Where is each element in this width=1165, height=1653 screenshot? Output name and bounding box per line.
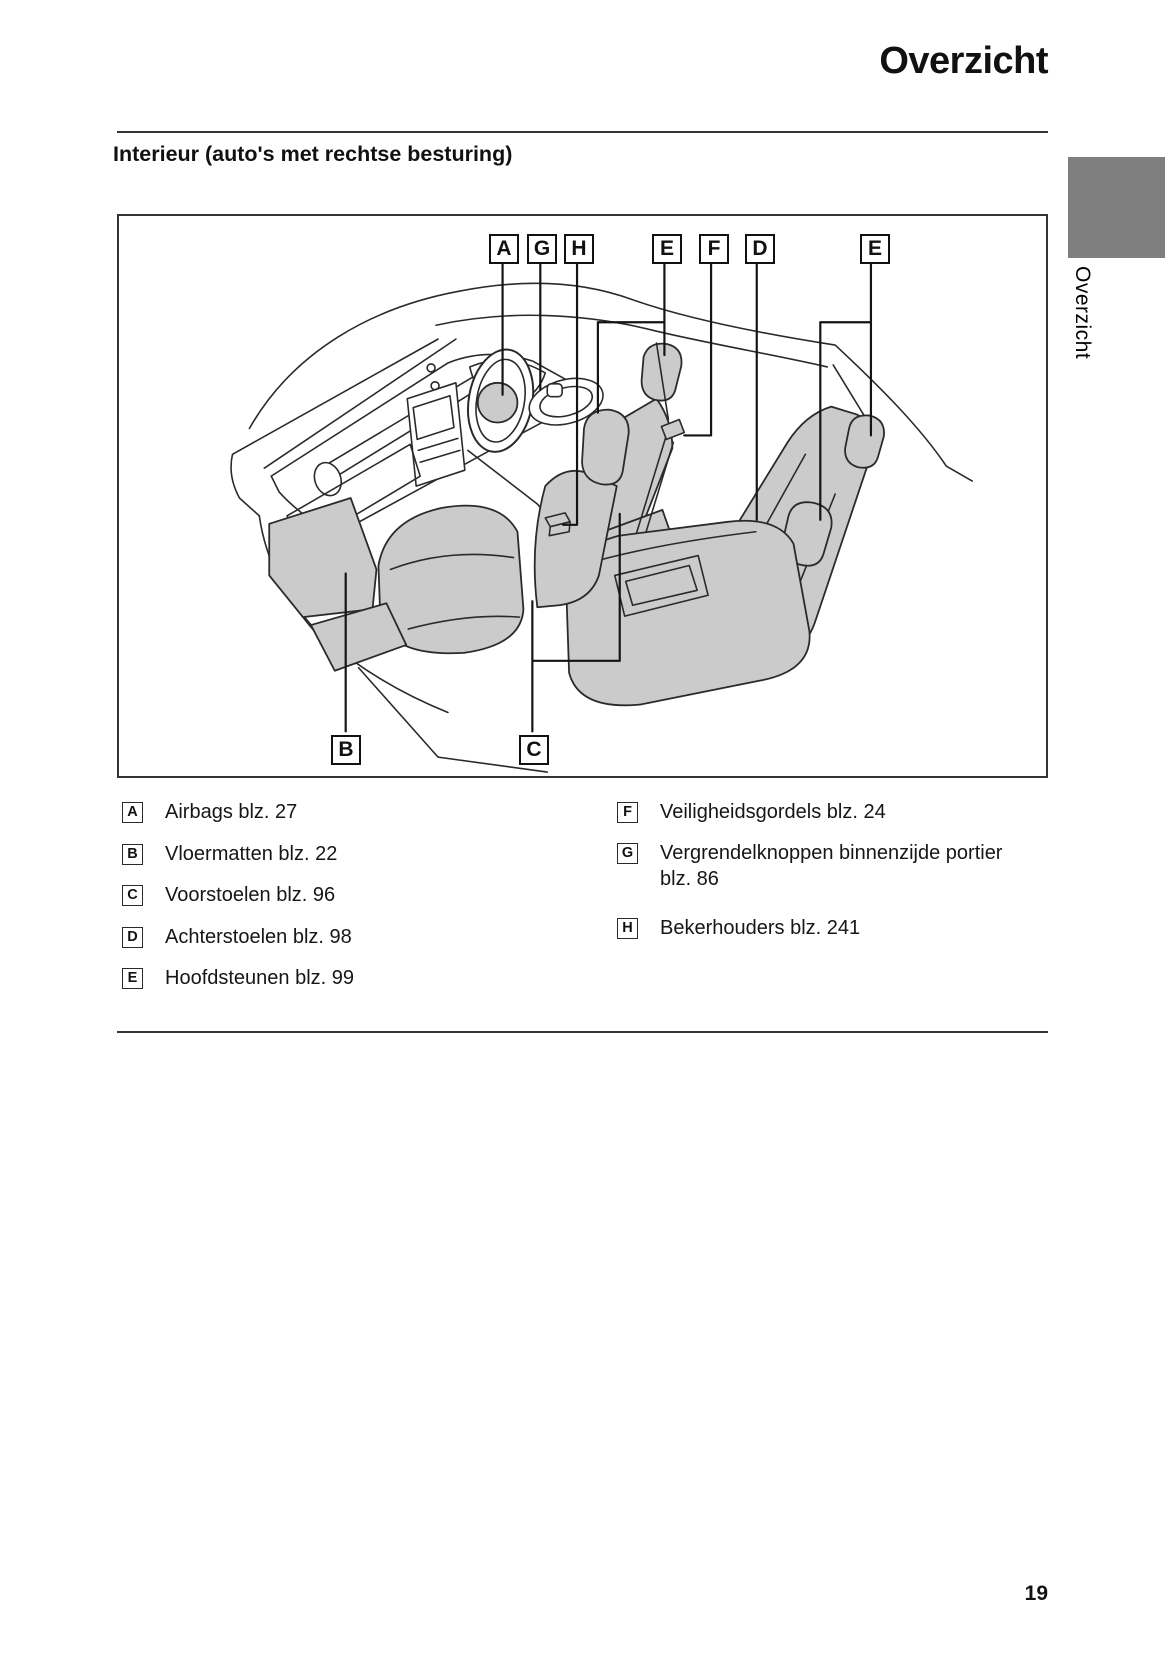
leader-F [683, 262, 713, 437]
bpillar-line [655, 342, 670, 421]
car-interior-illustration [230, 262, 974, 773]
legend-text-vergrendelknoppen: Vergrendelknoppen binnenzijde portier bl… [660, 842, 1003, 890]
leader-C [531, 512, 621, 733]
legend-text-voorstoelen: Voorstoelen blz. 96 [165, 884, 336, 906]
center-screen [412, 394, 461, 464]
passenger-seatback [533, 469, 618, 609]
callout-G: G [527, 234, 557, 264]
legend-row-voorstoelen: C Voorstoelen blz. 96 [122, 884, 336, 908]
bottom-divider [117, 1031, 1048, 1033]
bench-contour [586, 530, 757, 565]
legend-key-E: E [122, 968, 143, 989]
windshield-frame [230, 338, 457, 517]
lock-knob [546, 383, 563, 398]
callout-A: A [489, 234, 519, 264]
legend-row-achterstoelen: D Achterstoelen blz. 98 [122, 926, 352, 950]
legend-row-airbags: A Airbags blz. 27 [122, 801, 298, 825]
leader-E-front [596, 262, 666, 414]
legend-key-A: A [122, 802, 143, 823]
callout-E-rear: E [860, 234, 890, 264]
passenger-headrest [581, 408, 630, 486]
legend-row-bekerhouders: H Bekerhouders blz. 241 [617, 917, 861, 941]
legend-text-airbags: Airbags blz. 27 [165, 801, 298, 823]
side-vent [313, 461, 343, 497]
airbag-pad [476, 381, 519, 424]
legend-text-achterstoelen: Achterstoelen blz. 98 [165, 926, 352, 948]
chapter-tab-label: Overzicht [1071, 266, 1094, 360]
callout-F: F [699, 234, 729, 264]
legend-row-hoofdsteunen: E Hoofdsteunen blz. 99 [122, 967, 355, 991]
page-number: 19 [1024, 1582, 1048, 1605]
callout-H: H [564, 234, 594, 264]
dash-knob-1 [426, 363, 436, 373]
legend-key-D: D [122, 927, 143, 948]
legend-text-bekerhouders: Bekerhouders blz. 241 [660, 917, 861, 939]
legend-row-vergrendelknoppen: G Vergrendelknoppen binnenzijde portier … [617, 842, 1005, 892]
seatbelt-retractor [660, 418, 686, 441]
legend-text-vloermatten: Vloermatten blz. 22 [165, 843, 338, 865]
steering-wheel-inner [475, 358, 526, 443]
leader-lines [344, 262, 873, 733]
armrest-outline [613, 554, 709, 617]
interior-diagram: A G H E F D E B C [117, 214, 1048, 778]
dash-knob-2 [430, 381, 440, 391]
legend-row-veiligheidsgordels: F Veiligheidsgordels blz. 24 [617, 801, 886, 825]
legend-key-G: G [617, 843, 638, 864]
legend-text-hoofdsteunen: Hoofdsteunen blz. 99 [165, 967, 355, 989]
page-title: Overzicht [879, 40, 1048, 82]
chapter-tab [1068, 157, 1165, 258]
legend-text-veiligheidsgordels: Veiligheidsgordels blz. 24 [660, 801, 886, 823]
legend-key-H: H [617, 918, 638, 939]
rear-headrest-right [844, 414, 885, 469]
leader-E-rear [819, 262, 873, 521]
center-stack [406, 382, 466, 487]
callout-B: B [331, 735, 361, 765]
legend-key-B: B [122, 844, 143, 865]
callout-C: C [519, 735, 549, 765]
legend-key-C: C [122, 885, 143, 906]
cushion-contours [389, 553, 521, 630]
top-divider [117, 131, 1048, 133]
callout-E-front: E [652, 234, 682, 264]
legend-key-F: F [617, 802, 638, 823]
leader-H [562, 262, 579, 526]
floor-mat-lower [310, 602, 408, 672]
section-heading: Interieur (auto's met rechtse besturing) [113, 142, 513, 166]
legend-row-vloermatten: B Vloermatten blz. 22 [122, 843, 338, 867]
callout-D: D [745, 234, 775, 264]
